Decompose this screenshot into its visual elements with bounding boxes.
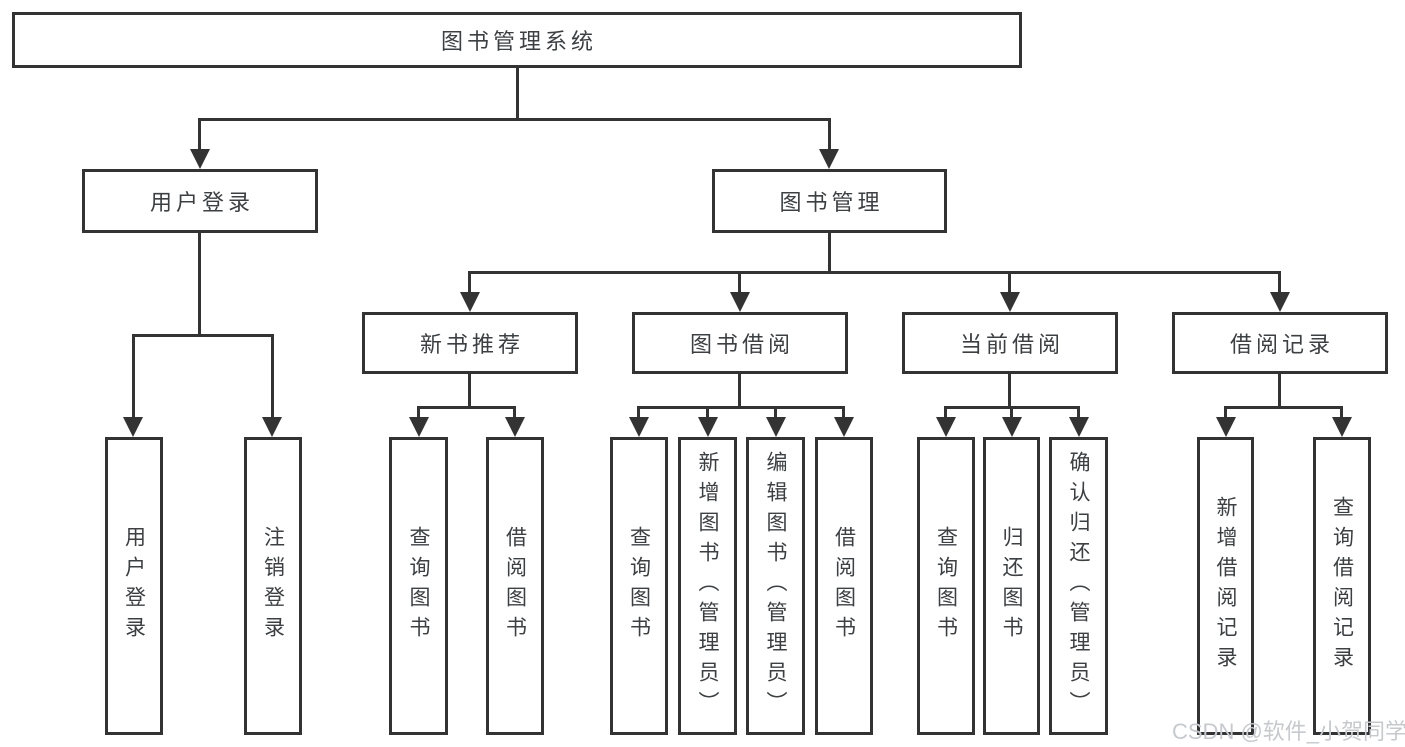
connector-line: [637, 406, 845, 409]
node-borrow-record: 借阅记录: [1172, 312, 1388, 374]
node-root: 图书管理系统: [12, 12, 1022, 68]
connector-line: [1008, 271, 1011, 295]
node-book-management: 图书管理: [712, 169, 947, 233]
connector-line: [513, 406, 516, 420]
arrowhead-icon: [1069, 417, 1089, 437]
leaf-confirm-return-admin: 确认归还（管理员）: [1049, 437, 1108, 735]
csdn-watermark: CSDN @软件_小贺同学: [1172, 719, 1405, 744]
node-current-borrow: 当前借阅: [902, 312, 1118, 374]
arrowhead-icon: [698, 417, 718, 437]
arrowhead-icon: [629, 417, 649, 437]
connector-line: [1278, 271, 1281, 295]
connector-line: [1224, 406, 1342, 409]
connector-line: [842, 406, 845, 420]
connector-line: [1340, 406, 1343, 420]
node-user-login: 用户登录: [82, 169, 318, 233]
connector-line: [417, 406, 420, 420]
leaf-query-book-borrow: 查询图书: [610, 437, 668, 735]
connector-line: [637, 406, 640, 420]
connector-line: [944, 406, 947, 420]
arrowhead-icon: [123, 417, 143, 437]
connector-line: [738, 271, 741, 295]
connector-line: [1008, 374, 1011, 408]
arrowhead-icon: [1216, 417, 1236, 437]
leaf-query-borrow-record: 查询借阅记录: [1313, 437, 1371, 735]
node-book-borrow: 图书借阅: [632, 312, 848, 374]
arrowhead-icon: [190, 149, 210, 169]
leaf-add-borrow-record: 新增借阅记录: [1197, 437, 1254, 735]
arrowhead-icon: [1270, 292, 1290, 312]
connector-line: [198, 118, 831, 121]
connector-line: [1278, 374, 1281, 408]
connector-line: [828, 233, 831, 273]
leaf-add-book-admin: 新增图书（管理员）: [678, 437, 737, 735]
connector-line: [706, 406, 709, 420]
leaf-return-book: 归还图书: [983, 437, 1040, 735]
arrowhead-icon: [819, 149, 839, 169]
connector-line: [132, 334, 135, 420]
arrowhead-icon: [505, 417, 525, 437]
leaf-borrow-book-recommend: 借阅图书: [486, 437, 544, 735]
connector-line: [1224, 406, 1227, 420]
connector-line: [468, 374, 471, 408]
arrowhead-icon: [262, 417, 282, 437]
arrowhead-icon: [460, 292, 480, 312]
arrowhead-icon: [1000, 292, 1020, 312]
connector-line: [198, 118, 201, 152]
leaf-user-login: 用户登录: [105, 437, 163, 735]
connector-line: [774, 406, 777, 420]
connector-line: [417, 406, 516, 409]
connector-line: [271, 334, 274, 420]
connector-line: [1010, 406, 1013, 420]
leaf-query-book-current: 查询图书: [917, 437, 975, 735]
arrowhead-icon: [730, 292, 750, 312]
arrowhead-icon: [409, 417, 429, 437]
connector-line: [738, 374, 741, 408]
arrowhead-icon: [766, 417, 786, 437]
connector-line: [198, 233, 201, 337]
node-new-book-recommend: 新书推荐: [362, 312, 578, 374]
connector-line: [828, 118, 831, 152]
connector-line: [516, 68, 519, 121]
connector-line: [469, 271, 1281, 274]
leaf-edit-book-admin: 编辑图书（管理员）: [746, 437, 805, 735]
leaf-query-book-recommend: 查询图书: [389, 437, 448, 735]
arrowhead-icon: [1332, 417, 1352, 437]
connector-line: [132, 334, 274, 337]
arrowhead-icon: [936, 417, 956, 437]
leaf-logout: 注销登录: [244, 437, 302, 735]
connector-line: [1077, 406, 1080, 420]
connector-line: [468, 271, 471, 295]
arrowhead-icon: [1002, 417, 1022, 437]
leaf-borrow-book: 借阅图书: [815, 437, 873, 735]
arrowhead-icon: [834, 417, 854, 437]
